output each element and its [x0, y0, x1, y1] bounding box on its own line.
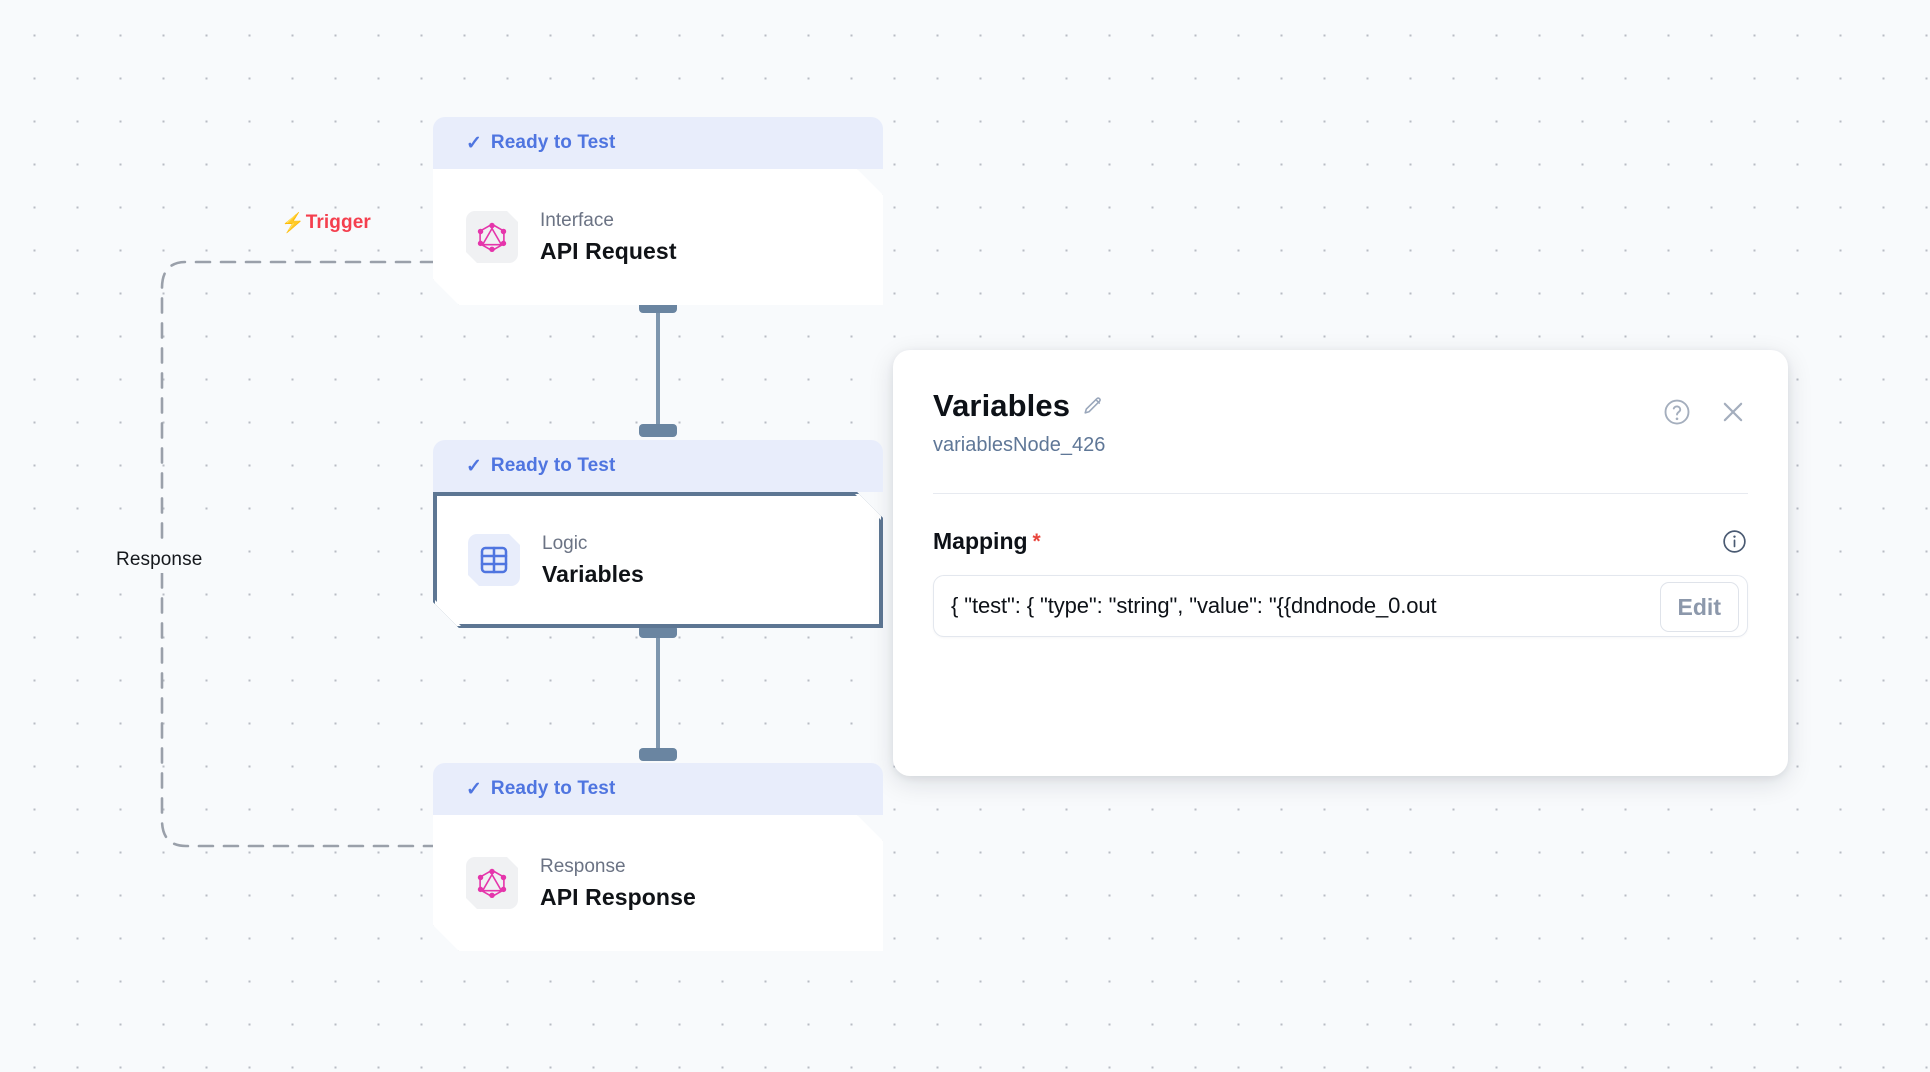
node-kind-label: Logic: [542, 532, 588, 554]
mapping-input-field[interactable]: { "test": { "type": "string", "value": "…: [933, 575, 1748, 637]
panel-node-id: variablesNode_426: [933, 434, 1106, 456]
node-status-text: Ready to Test: [490, 132, 616, 153]
lightning-bolt-icon: ⚡: [281, 212, 305, 234]
mapping-label: Mapping *: [933, 528, 1041, 555]
connector-variables-to-response: [656, 630, 660, 758]
help-circle-icon[interactable]: [1662, 397, 1692, 427]
node-title: API Request: [540, 237, 677, 264]
panel-header: Variables variablesNode_426: [933, 388, 1748, 457]
pencil-icon[interactable]: [1082, 395, 1104, 417]
connector-request-to-variables: [656, 305, 660, 435]
close-icon[interactable]: [1718, 397, 1748, 427]
node-body[interactable]: Response API Response: [433, 815, 883, 951]
mapping-input-value: { "test": { "type": "string", "value": "…: [951, 593, 1437, 618]
node-kind-label: Interface: [540, 209, 614, 231]
check-icon: ✓: [466, 778, 482, 800]
mapping-label-text: Mapping: [933, 528, 1028, 554]
node-title: API Response: [540, 883, 696, 910]
panel-divider: [933, 493, 1748, 494]
node-body[interactable]: Logic Variables: [433, 492, 883, 628]
mapping-field-header: Mapping *: [933, 528, 1748, 555]
node-status-text: Ready to Test: [490, 778, 616, 799]
node-title: Variables: [542, 560, 644, 587]
node-kind-label: Response: [540, 855, 626, 877]
check-icon: ✓: [466, 132, 482, 154]
graphql-icon: [466, 211, 518, 263]
flow-node-api-request[interactable]: ✓ Ready to Test: [433, 117, 883, 305]
check-icon: ✓: [466, 455, 482, 477]
node-body[interactable]: Interface API Request: [433, 169, 883, 305]
table-grid-icon: [468, 534, 520, 586]
trigger-label-text: Trigger: [305, 212, 371, 233]
node-status-header: ✓ Ready to Test: [433, 763, 883, 815]
edge-label-trigger: ⚡ Trigger: [281, 212, 371, 234]
node-properties-panel: Variables variablesNode_426: [893, 350, 1788, 776]
graphql-icon: [466, 857, 518, 909]
flow-node-api-response[interactable]: ✓ Ready to Test: [433, 763, 883, 951]
node-status-header: ✓ Ready to Test: [433, 440, 883, 492]
flow-node-variables[interactable]: ✓ Ready to Test Logic Variables: [433, 440, 883, 628]
connector-handle-source-variables[interactable]: [639, 625, 677, 638]
edge-label-response: Response: [110, 547, 209, 573]
edit-button[interactable]: Edit: [1659, 582, 1739, 632]
node-status-header: ✓ Ready to Test: [433, 117, 883, 169]
connector-handle-target-variables[interactable]: [639, 424, 677, 437]
required-marker: *: [1032, 530, 1041, 553]
info-circle-icon[interactable]: [1721, 528, 1748, 555]
panel-title: Variables: [933, 388, 1071, 423]
connector-handle-target-response[interactable]: [639, 748, 677, 761]
node-status-text: Ready to Test: [490, 455, 616, 476]
